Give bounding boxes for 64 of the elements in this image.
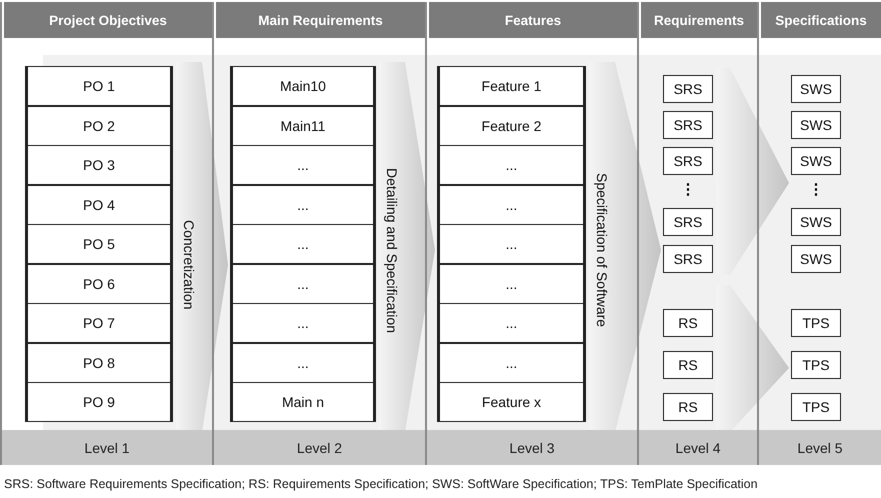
label-box: TPS	[791, 393, 841, 421]
column-header: Main Requirements	[214, 2, 425, 38]
table-cell: ...	[437, 264, 586, 304]
table-cell: PO 5	[25, 224, 173, 264]
table-cell: Main10	[230, 66, 376, 106]
label-box: RS	[663, 309, 713, 337]
table-cell: ...	[230, 264, 376, 304]
label-box: TPS	[791, 351, 841, 379]
label-box: SRS	[663, 245, 713, 273]
table-cell: ...	[230, 342, 376, 382]
table-cell: ...	[230, 184, 376, 224]
column-header: Project Objectives	[2, 2, 212, 38]
column-panel	[212, 2, 425, 465]
edge-label: Concretization	[181, 220, 197, 310]
label-box: RS	[663, 393, 713, 421]
table-cell: PO 4	[25, 184, 173, 224]
table-cell: ...	[230, 303, 376, 343]
table-cell: Main11	[230, 106, 376, 146]
table-cell: PO 6	[25, 264, 173, 304]
column-panel	[757, 2, 881, 465]
table-cell: PO 3	[25, 145, 173, 185]
label-box: SRS	[663, 147, 713, 175]
table-cell: PO 1	[25, 66, 173, 106]
table-cell: PO 8	[25, 342, 173, 382]
table-cell: ...	[437, 342, 586, 382]
level-label: Level 4	[639, 430, 757, 465]
table-cell: ...	[437, 303, 586, 343]
table-cell: Feature 2	[437, 106, 586, 146]
table-cell: ...	[437, 184, 586, 224]
label-box: RS	[663, 351, 713, 379]
label-box: SRS	[663, 208, 713, 236]
ellipsis-mark: ⋮	[808, 180, 824, 198]
column-header: Features	[427, 2, 637, 38]
table-cell: PO 9	[25, 382, 173, 422]
label-box: SWS	[791, 208, 841, 236]
column-header: Requirements	[639, 2, 757, 38]
column-header: Specifications	[759, 2, 881, 38]
edge-label: Detailing and Specification	[384, 168, 400, 332]
label-box: SRS	[663, 75, 713, 103]
table-cell: ...	[230, 224, 376, 264]
level-label: Level 1	[2, 430, 212, 465]
table-cell: Feature x	[437, 382, 586, 422]
table-cell: Main n	[230, 382, 376, 422]
table-cell: Feature 1	[437, 66, 586, 106]
level-label: Level 5	[759, 430, 881, 465]
edge-label: Specification of Software	[594, 173, 610, 328]
label-box: TPS	[791, 309, 841, 337]
label-box: SWS	[791, 75, 841, 103]
label-box: SWS	[791, 147, 841, 175]
column-panel	[0, 2, 212, 465]
column-panel	[425, 2, 637, 465]
table-cell: ...	[230, 145, 376, 185]
column-panel	[637, 2, 757, 465]
label-box: SWS	[791, 245, 841, 273]
label-box: SWS	[791, 111, 841, 139]
ellipsis-mark: ⋮	[680, 180, 696, 198]
table-cell: ...	[437, 145, 586, 185]
label-box: SRS	[663, 111, 713, 139]
table-cell: PO 2	[25, 106, 173, 146]
level-label: Level 3	[427, 430, 637, 465]
table-cell: ...	[437, 224, 586, 264]
caption: SRS: Software Requirements Specification; RS: Requirements Specification; SWS: SoftWare Specification; TPS: TemPlate Specification	[4, 477, 758, 491]
level-label: Level 2	[214, 430, 425, 465]
table-cell: PO 7	[25, 303, 173, 343]
